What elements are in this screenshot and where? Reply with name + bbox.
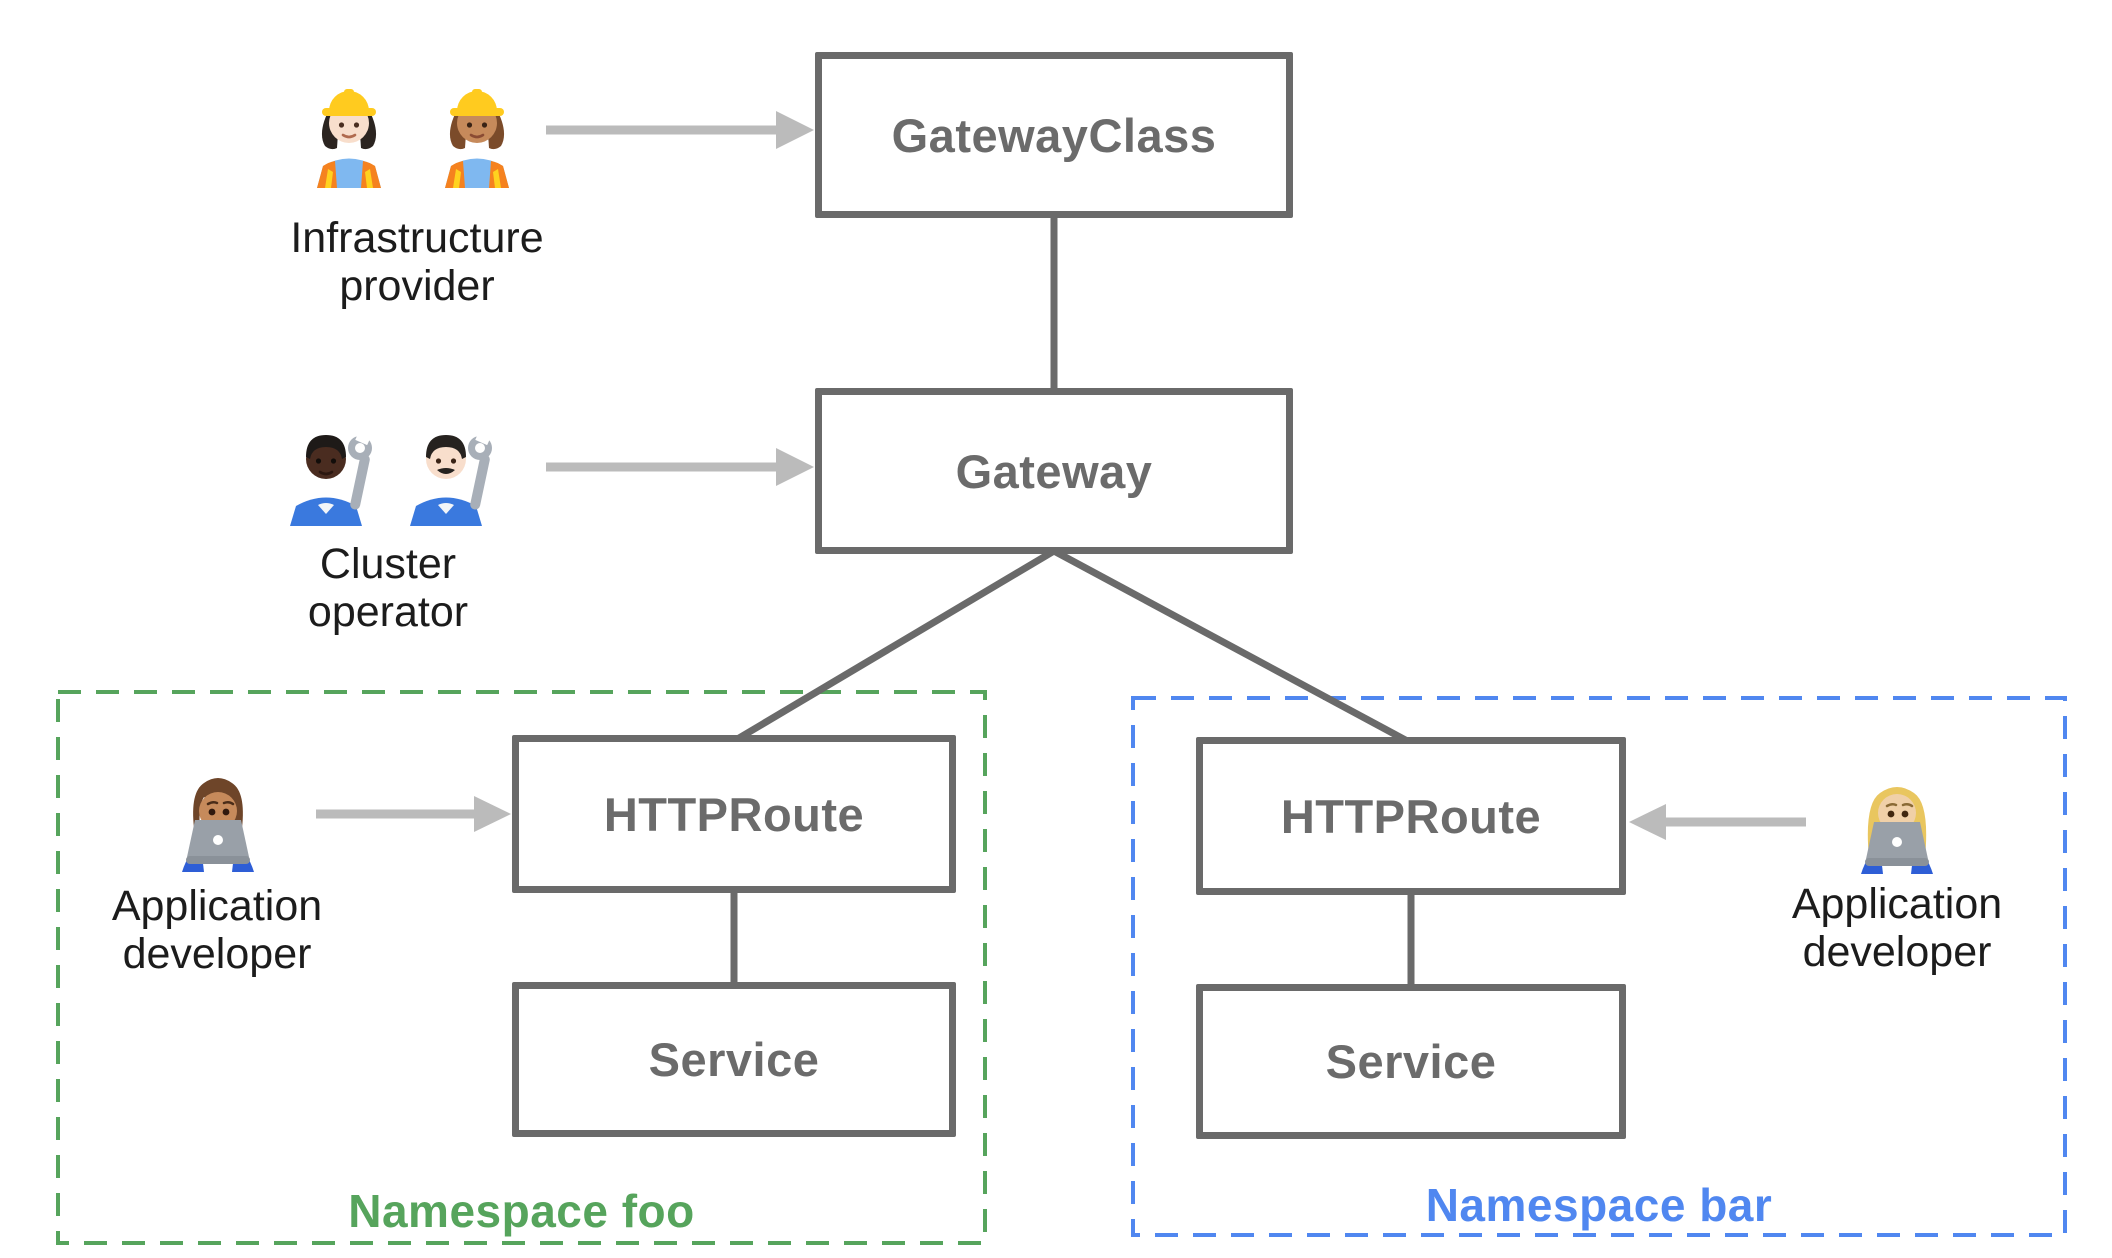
persona-label-line: provider — [339, 262, 495, 310]
namespace-foo-label: Namespace foo — [348, 1185, 695, 1237]
persona-label-line: Infrastructure — [290, 214, 544, 262]
woman-construction-worker-light-icon — [317, 89, 381, 188]
man-mechanic-light-icon — [410, 426, 494, 526]
persona-label-line: Cluster — [319, 540, 457, 588]
arrowhead-icon — [1629, 804, 1666, 840]
persona-label-line: operator — [307, 588, 469, 636]
persona-infrastructure-provider-icons — [301, 64, 525, 188]
persona-label-line: Application — [1791, 880, 2003, 928]
node-gateway: Gateway — [815, 388, 1293, 554]
node-httproute-bar: HTTPRoute — [1196, 737, 1626, 895]
namespace-bar-boundary — [1131, 696, 2067, 1237]
woman-technologist-light-icon — [1861, 787, 1933, 874]
node-service-bar: Service — [1196, 984, 1626, 1139]
edge-gateway-to-httproute-bar — [1052, 547, 1413, 747]
persona-application-developer-foo-icons — [164, 756, 272, 876]
persona-label-line: Application — [111, 882, 323, 930]
persona-application-developer-foo-label: Application developer — [67, 882, 367, 978]
person-mechanic-dark-skin-icon — [290, 426, 374, 526]
namespace-bar-label: Namespace bar — [1425, 1179, 1773, 1231]
arrowhead-icon — [474, 796, 511, 832]
man-technologist-medium-icon — [182, 778, 254, 872]
persona-cluster-operator-icons — [276, 402, 500, 526]
woman-construction-worker-medium-icon — [445, 89, 509, 188]
persona-application-developer-bar-label: Application developer — [1747, 880, 2047, 976]
wrench-icon — [468, 426, 494, 510]
arrow-application-developer-to-httproute-bar — [1629, 804, 1806, 840]
persona-label-line: developer — [122, 930, 312, 978]
arrowhead-icon — [776, 448, 814, 486]
persona-infrastructure-provider-label: Infrastructure provider — [267, 214, 567, 310]
arrow-infrastructure-provider-to-gatewayclass — [546, 111, 814, 149]
arrowhead-icon — [776, 111, 814, 149]
edge-gateway-to-httproute-foo — [732, 547, 1056, 745]
node-httproute-foo: HTTPRoute — [512, 735, 956, 893]
arrow-application-developer-to-httproute-foo — [316, 796, 511, 832]
node-service-foo: Service — [512, 982, 956, 1137]
node-gatewayclass: GatewayClass — [815, 52, 1293, 218]
arrow-cluster-operator-to-gateway — [546, 448, 814, 486]
namespace-foo-boundary — [56, 690, 987, 1245]
wrench-icon — [348, 426, 374, 510]
persona-cluster-operator-label: Cluster operator — [238, 540, 538, 636]
persona-application-developer-bar-icons — [1843, 758, 1951, 878]
persona-label-line: developer — [1802, 928, 1992, 976]
